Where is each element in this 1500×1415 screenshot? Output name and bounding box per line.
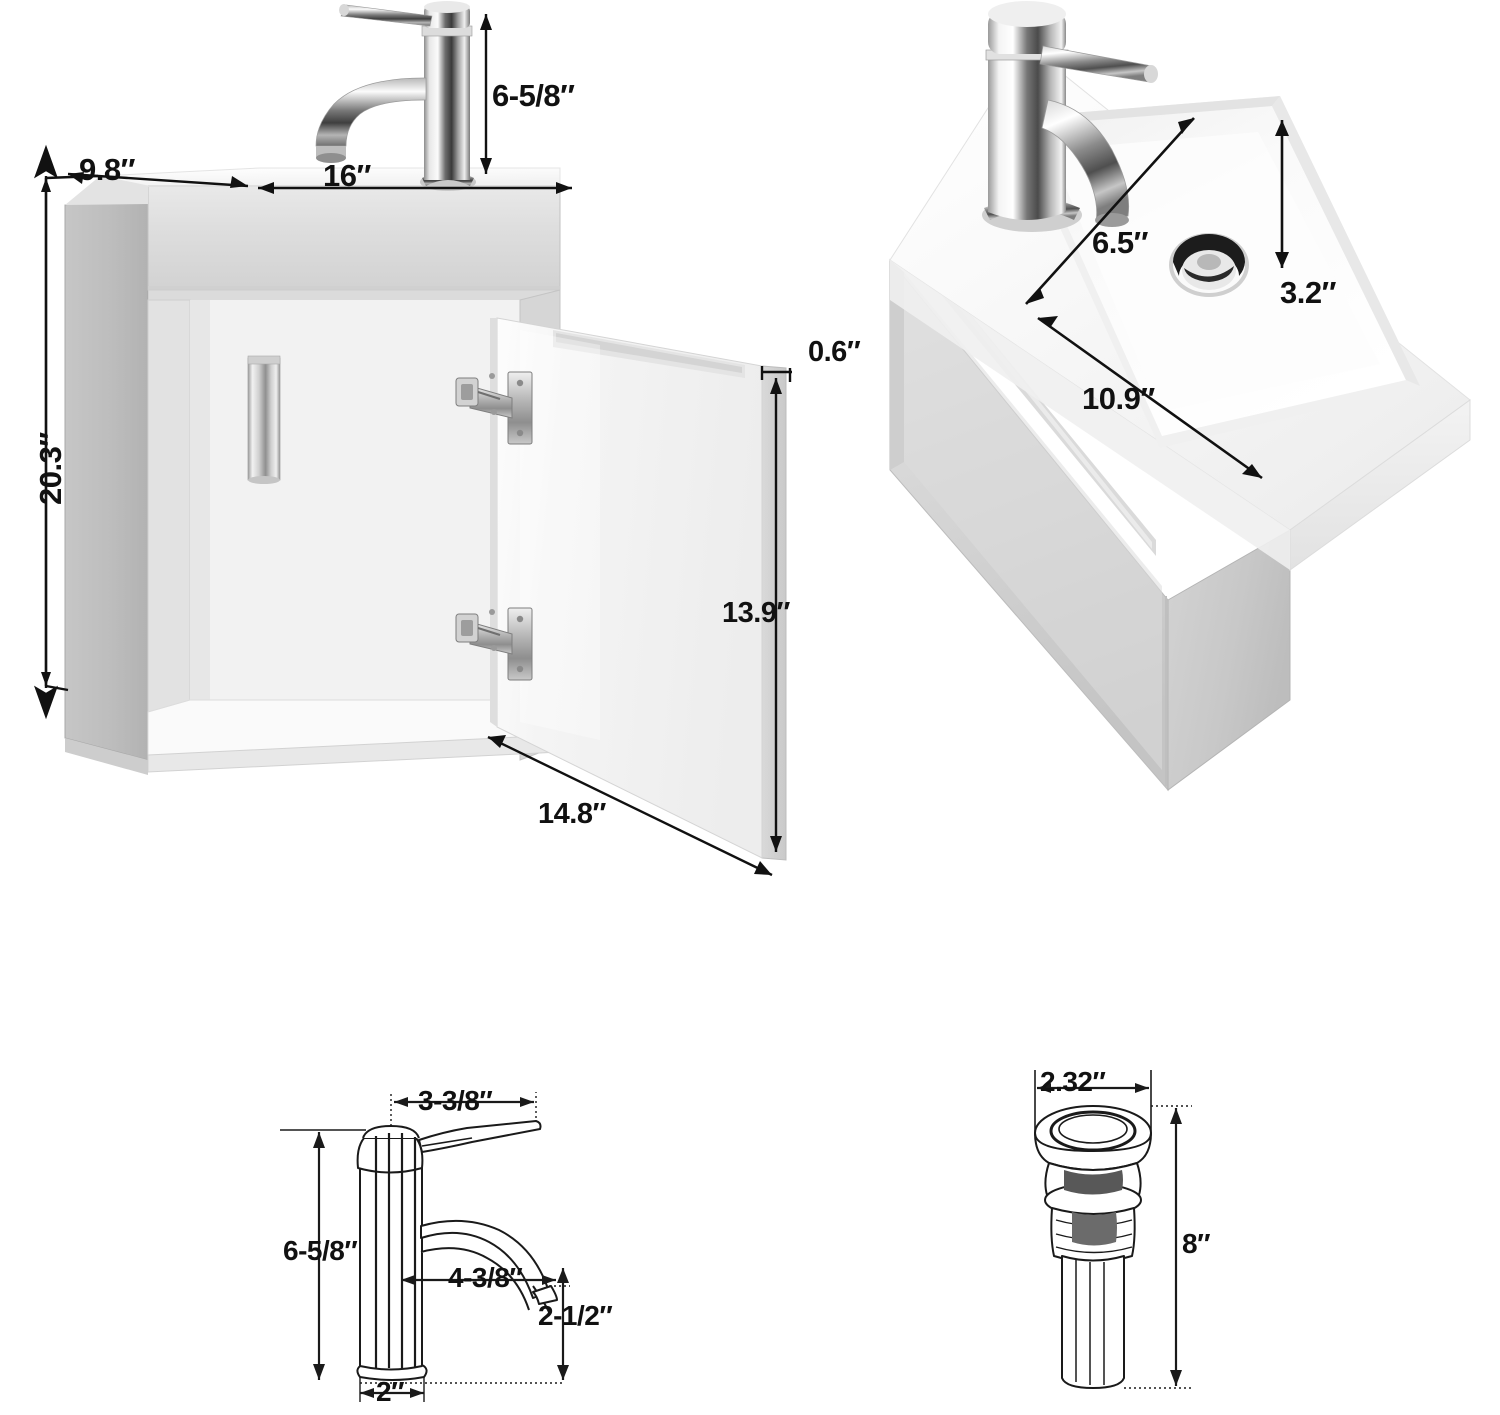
view-faucet-detail: 3-3/8″ 6-5/8″ 4-3/8″ 2-1/2″ 2″ [250, 1080, 670, 1415]
view-vanity-top-angle: 6.5″ 3.2″ 10.9″ [860, 0, 1500, 860]
dim-label-faucet-height-main: 6-5/8″ [492, 78, 575, 113]
faucet-photo-group-2 [982, 1, 1158, 232]
dim-label-faucet-base-width: 2″ [376, 1376, 404, 1407]
dim-label-faucet-handle-reach: 3-3/8″ [418, 1085, 493, 1116]
dim-label-vanity-width: 16″ [323, 158, 371, 193]
dim-label-door-thickness: 0.6″ [808, 336, 861, 368]
faucet-detail-drawing [356, 1120, 558, 1381]
drain-detail-dimension-lines [1034, 1070, 1192, 1389]
dim-label-basin-width: 6.5″ [1092, 225, 1148, 260]
dim-label-faucet-spout-height: 2-1/2″ [538, 1300, 613, 1331]
hinge-lower-group [455, 607, 533, 681]
vanity-open-door-drawing [64, 1, 787, 861]
dim-label-door-height: 13.9″ [722, 597, 790, 629]
vanity-top-angle-drawing [889, 1, 1471, 792]
vanity-open-door-dimension-lines [34, 14, 792, 877]
drain-detail-drawing [1034, 1105, 1152, 1389]
dim-label-faucet-spout-reach: 4-3/8″ [448, 1262, 523, 1293]
dim-label-drain-cap-diameter: 2.32″ [1040, 1066, 1106, 1097]
dim-label-drain-total-length: 8″ [1182, 1228, 1210, 1259]
vanity-top-angle-dimension-lines [1025, 117, 1289, 480]
dim-label-door-width: 14.8″ [538, 798, 606, 830]
dim-label-basin-length: 10.9″ [1082, 381, 1155, 416]
faucet-detail-dimension-lines [280, 1092, 570, 1402]
dim-label-faucet-total-height: 6-5/8″ [283, 1235, 358, 1266]
hinge-upper-group [455, 371, 533, 445]
faucet-photo-group [315, 1, 476, 191]
view-drain-detail: 2.32″ 8″ [980, 1060, 1320, 1415]
dim-label-vanity-height: 20.3″ [33, 432, 68, 505]
dim-label-vanity-depth: 9.8″ [79, 152, 135, 187]
dim-label-basin-depth: 3.2″ [1280, 275, 1336, 310]
basin-drain-group [1169, 233, 1249, 297]
view-vanity-open-door: 20.3″ 9.8″ 16″ 6-5/8″ 0.6″ 13.9″ 14.8″ [0, 0, 880, 900]
